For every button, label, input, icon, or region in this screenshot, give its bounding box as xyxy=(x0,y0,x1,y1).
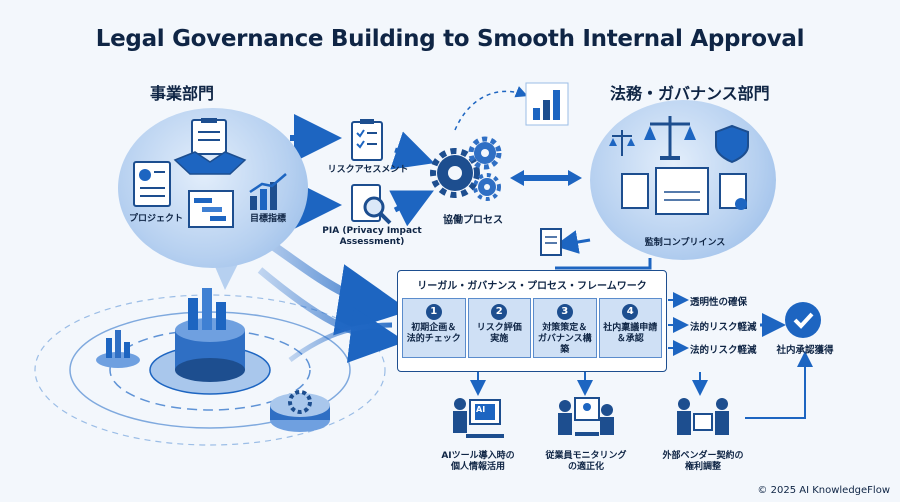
handshake-icon xyxy=(173,118,247,175)
pia-magnifier-icon xyxy=(351,184,392,225)
pia-label: PIA (Privacy Impact Assessment) xyxy=(320,226,424,248)
risk-assessment-icon xyxy=(351,119,383,161)
kpi-chart-icon xyxy=(249,173,287,210)
ai-tool-person-icon xyxy=(453,398,504,438)
legal-dept-heading: 法務・ガバナンス部門 xyxy=(610,84,770,103)
case-monitoring: 従業員モニタリング の適正化 xyxy=(528,451,644,473)
case-line2: 権利調整 xyxy=(684,462,721,472)
page-title: Legal Governance Building to Smooth Inte… xyxy=(95,26,805,52)
case-line2: 個人情報活用 xyxy=(450,462,505,472)
approval-check-icon xyxy=(785,302,821,338)
gear-pedestal xyxy=(270,390,330,432)
monitoring-people-icon xyxy=(558,397,614,436)
pia-label-line2: Assessment) xyxy=(339,237,405,247)
project-document-icon xyxy=(133,161,171,207)
document-icon xyxy=(621,173,649,209)
step-text-line1: リスク評価 xyxy=(476,323,522,333)
step-text-line1: 初期企画＆ xyxy=(411,323,457,333)
case-line1: 従業員モニタリング xyxy=(545,451,627,461)
case-vendor: 外部ベンダー契約の 権利調整 xyxy=(645,451,761,473)
framework-card: リーガル・ガバナンス・プロセス・フレームワーク 1 初期企画＆ 法的チェック 2… xyxy=(397,270,667,372)
growth-chart-icon xyxy=(525,82,569,126)
ai-badge: AI xyxy=(476,405,486,414)
framework-step-2: 2 リスク評価 実施 xyxy=(467,298,531,358)
step-text-line2: 法的チェック xyxy=(406,334,461,344)
step-text-line2: 実施 xyxy=(490,334,509,344)
framework-title: リーガル・ガバナンス・プロセス・フレームワーク xyxy=(417,281,647,292)
gantt-chart-icon xyxy=(188,190,234,228)
business-dept-heading: 事業部門 xyxy=(150,84,215,103)
framework-step-3: 3 対策策定＆ ガバナンス構築 xyxy=(533,298,597,358)
vendor-contract-icon xyxy=(677,398,729,435)
small-scales-icon xyxy=(609,130,635,156)
result-label: 社内承認獲得 xyxy=(776,345,834,356)
outcome-transparency: 透明性の確保 xyxy=(690,297,748,308)
step-text-line1: 社内稟議申請 xyxy=(603,323,658,333)
step-number: 4 xyxy=(622,304,639,320)
step-number: 3 xyxy=(556,304,573,320)
compliance-label: 監制コンプリインス xyxy=(644,238,726,248)
step-text-line2: ガバナンス構築 xyxy=(537,334,592,355)
step-text-line2: ＆承認 xyxy=(616,334,644,344)
framework-steps: 1 初期企画＆ 法的チェック 2 リスク評価 実施 3 対策策定＆ ガバナンス構… xyxy=(402,298,662,358)
memo-icon xyxy=(540,228,562,256)
copyright: © 2025 AI KnowledgeFlow xyxy=(757,485,890,496)
step-number: 1 xyxy=(425,304,442,320)
collab-process-label: 協働プロセス xyxy=(443,215,503,226)
framework-step-1: 1 初期企画＆ 法的チェック xyxy=(402,298,466,358)
scales-icon xyxy=(644,116,696,160)
pia-label-line1: PIA (Privacy Impact xyxy=(322,226,422,236)
case-line2: の適正化 xyxy=(567,462,604,472)
kpi-label: 目標指標 xyxy=(249,214,286,224)
legal-icons xyxy=(609,116,749,215)
case-line1: AIツール導入時の xyxy=(441,451,515,461)
shield-icon xyxy=(715,124,749,164)
outcome-risk-reduction-2: 法的リスク軽減 xyxy=(690,345,757,356)
risk-assessment-label: リスクアセスメント xyxy=(327,165,409,175)
outcome-risk-reduction-1: 法的リスク軽減 xyxy=(690,322,757,333)
framework-step-4: 4 社内稟議申請 ＆承認 xyxy=(598,298,662,358)
project-label: プロジェクト xyxy=(128,214,183,224)
gears-icon xyxy=(430,136,502,201)
bar-pedestal xyxy=(96,330,140,368)
case-line1: 外部ベンダー契約の xyxy=(662,451,744,461)
step-text-line1: 対策策定＆ xyxy=(542,323,588,333)
central-cylinder xyxy=(175,288,245,382)
contract-icon xyxy=(655,167,709,215)
case-ai-tool: AIツール導入時の 個人情報活用 xyxy=(420,451,536,473)
step-number: 2 xyxy=(491,304,508,320)
